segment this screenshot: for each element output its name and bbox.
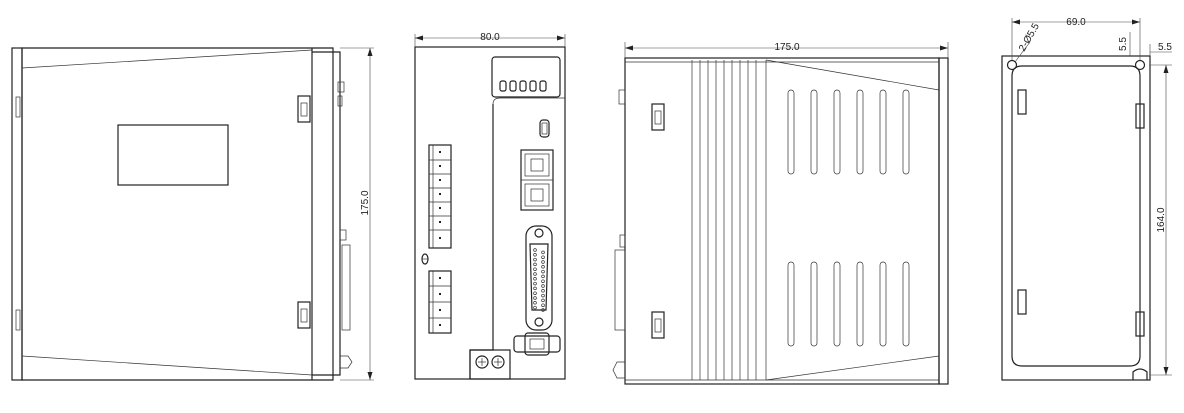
dim-side-right-width: 175.0 bbox=[774, 42, 799, 53]
db-pin bbox=[533, 301, 537, 305]
db-pin bbox=[533, 291, 537, 295]
db-pin bbox=[541, 274, 545, 279]
vent-slot bbox=[879, 89, 887, 175]
db-pin bbox=[533, 305, 537, 310]
front-view: 80.0 bbox=[414, 32, 566, 380]
db-pin bbox=[541, 255, 545, 259]
vent-slot bbox=[902, 261, 910, 347]
db-pin bbox=[533, 267, 537, 271]
mount-hole-top-right bbox=[1134, 59, 1146, 71]
label-plate bbox=[117, 124, 229, 186]
led-digits bbox=[499, 80, 547, 92]
db-pin bbox=[533, 248, 537, 252]
mount-hole-top-left bbox=[1006, 59, 1018, 71]
vent-slot bbox=[810, 89, 818, 175]
vent-slot bbox=[833, 89, 841, 175]
db-pin bbox=[541, 303, 545, 307]
db-pin bbox=[541, 279, 545, 283]
dim-back-height: 164.0 bbox=[1156, 207, 1167, 232]
vent-slot bbox=[787, 261, 795, 347]
dim-back-width: 69.0 bbox=[1066, 17, 1086, 28]
led-display bbox=[491, 56, 561, 98]
db-pin bbox=[541, 265, 545, 269]
db-connector bbox=[525, 225, 553, 331]
db-pin bbox=[541, 298, 545, 303]
db-pin bbox=[541, 250, 545, 255]
vent-slot bbox=[902, 89, 910, 175]
db-pin bbox=[533, 272, 537, 276]
db-pin bbox=[541, 289, 545, 293]
power-terminal bbox=[469, 349, 511, 380]
db-pin bbox=[533, 286, 537, 291]
db-pin bbox=[541, 293, 545, 298]
db-pin bbox=[533, 296, 537, 300]
db-pin bbox=[541, 260, 545, 264]
dim-back-edge-offset: 5.5 bbox=[1158, 42, 1172, 53]
vent-slot bbox=[856, 89, 864, 175]
vent-slot bbox=[879, 261, 887, 347]
ground-symbol bbox=[421, 253, 429, 265]
db-pin bbox=[533, 253, 537, 257]
vent-slot bbox=[856, 261, 864, 347]
db-pin bbox=[541, 269, 545, 274]
db-pin bbox=[533, 277, 537, 281]
db-pin bbox=[541, 308, 545, 312]
terminal-block-lower bbox=[428, 270, 452, 334]
right-side-view: 175.0 bbox=[612, 42, 949, 385]
left-side-view: 175.0 bbox=[11, 47, 374, 381]
vent-slot bbox=[787, 89, 795, 175]
mount-slot-bottom bbox=[1132, 368, 1148, 380]
dim-side-left-height: 175.0 bbox=[360, 190, 371, 215]
back-view: 69.0 2-Ø5.5 5.5 5.5 164.0 bbox=[1001, 17, 1172, 381]
vent-slot bbox=[810, 261, 818, 347]
db-pin bbox=[533, 257, 537, 262]
db-pin bbox=[533, 281, 537, 286]
db-pin bbox=[541, 284, 545, 288]
dim-back-hole-callout: 2-Ø5.5 bbox=[1017, 21, 1042, 53]
dim-back-hole-offset: 5.5 bbox=[1118, 37, 1129, 51]
vent-slots bbox=[787, 89, 910, 347]
rj45-ports bbox=[520, 149, 554, 211]
encoder-port bbox=[513, 332, 561, 356]
heatsink-fins bbox=[691, 60, 767, 380]
db-pin bbox=[533, 262, 537, 267]
terminal-block-upper bbox=[428, 144, 452, 249]
dim-front-width: 80.0 bbox=[480, 32, 500, 43]
vent-slot bbox=[833, 261, 841, 347]
usb-port bbox=[539, 119, 550, 138]
